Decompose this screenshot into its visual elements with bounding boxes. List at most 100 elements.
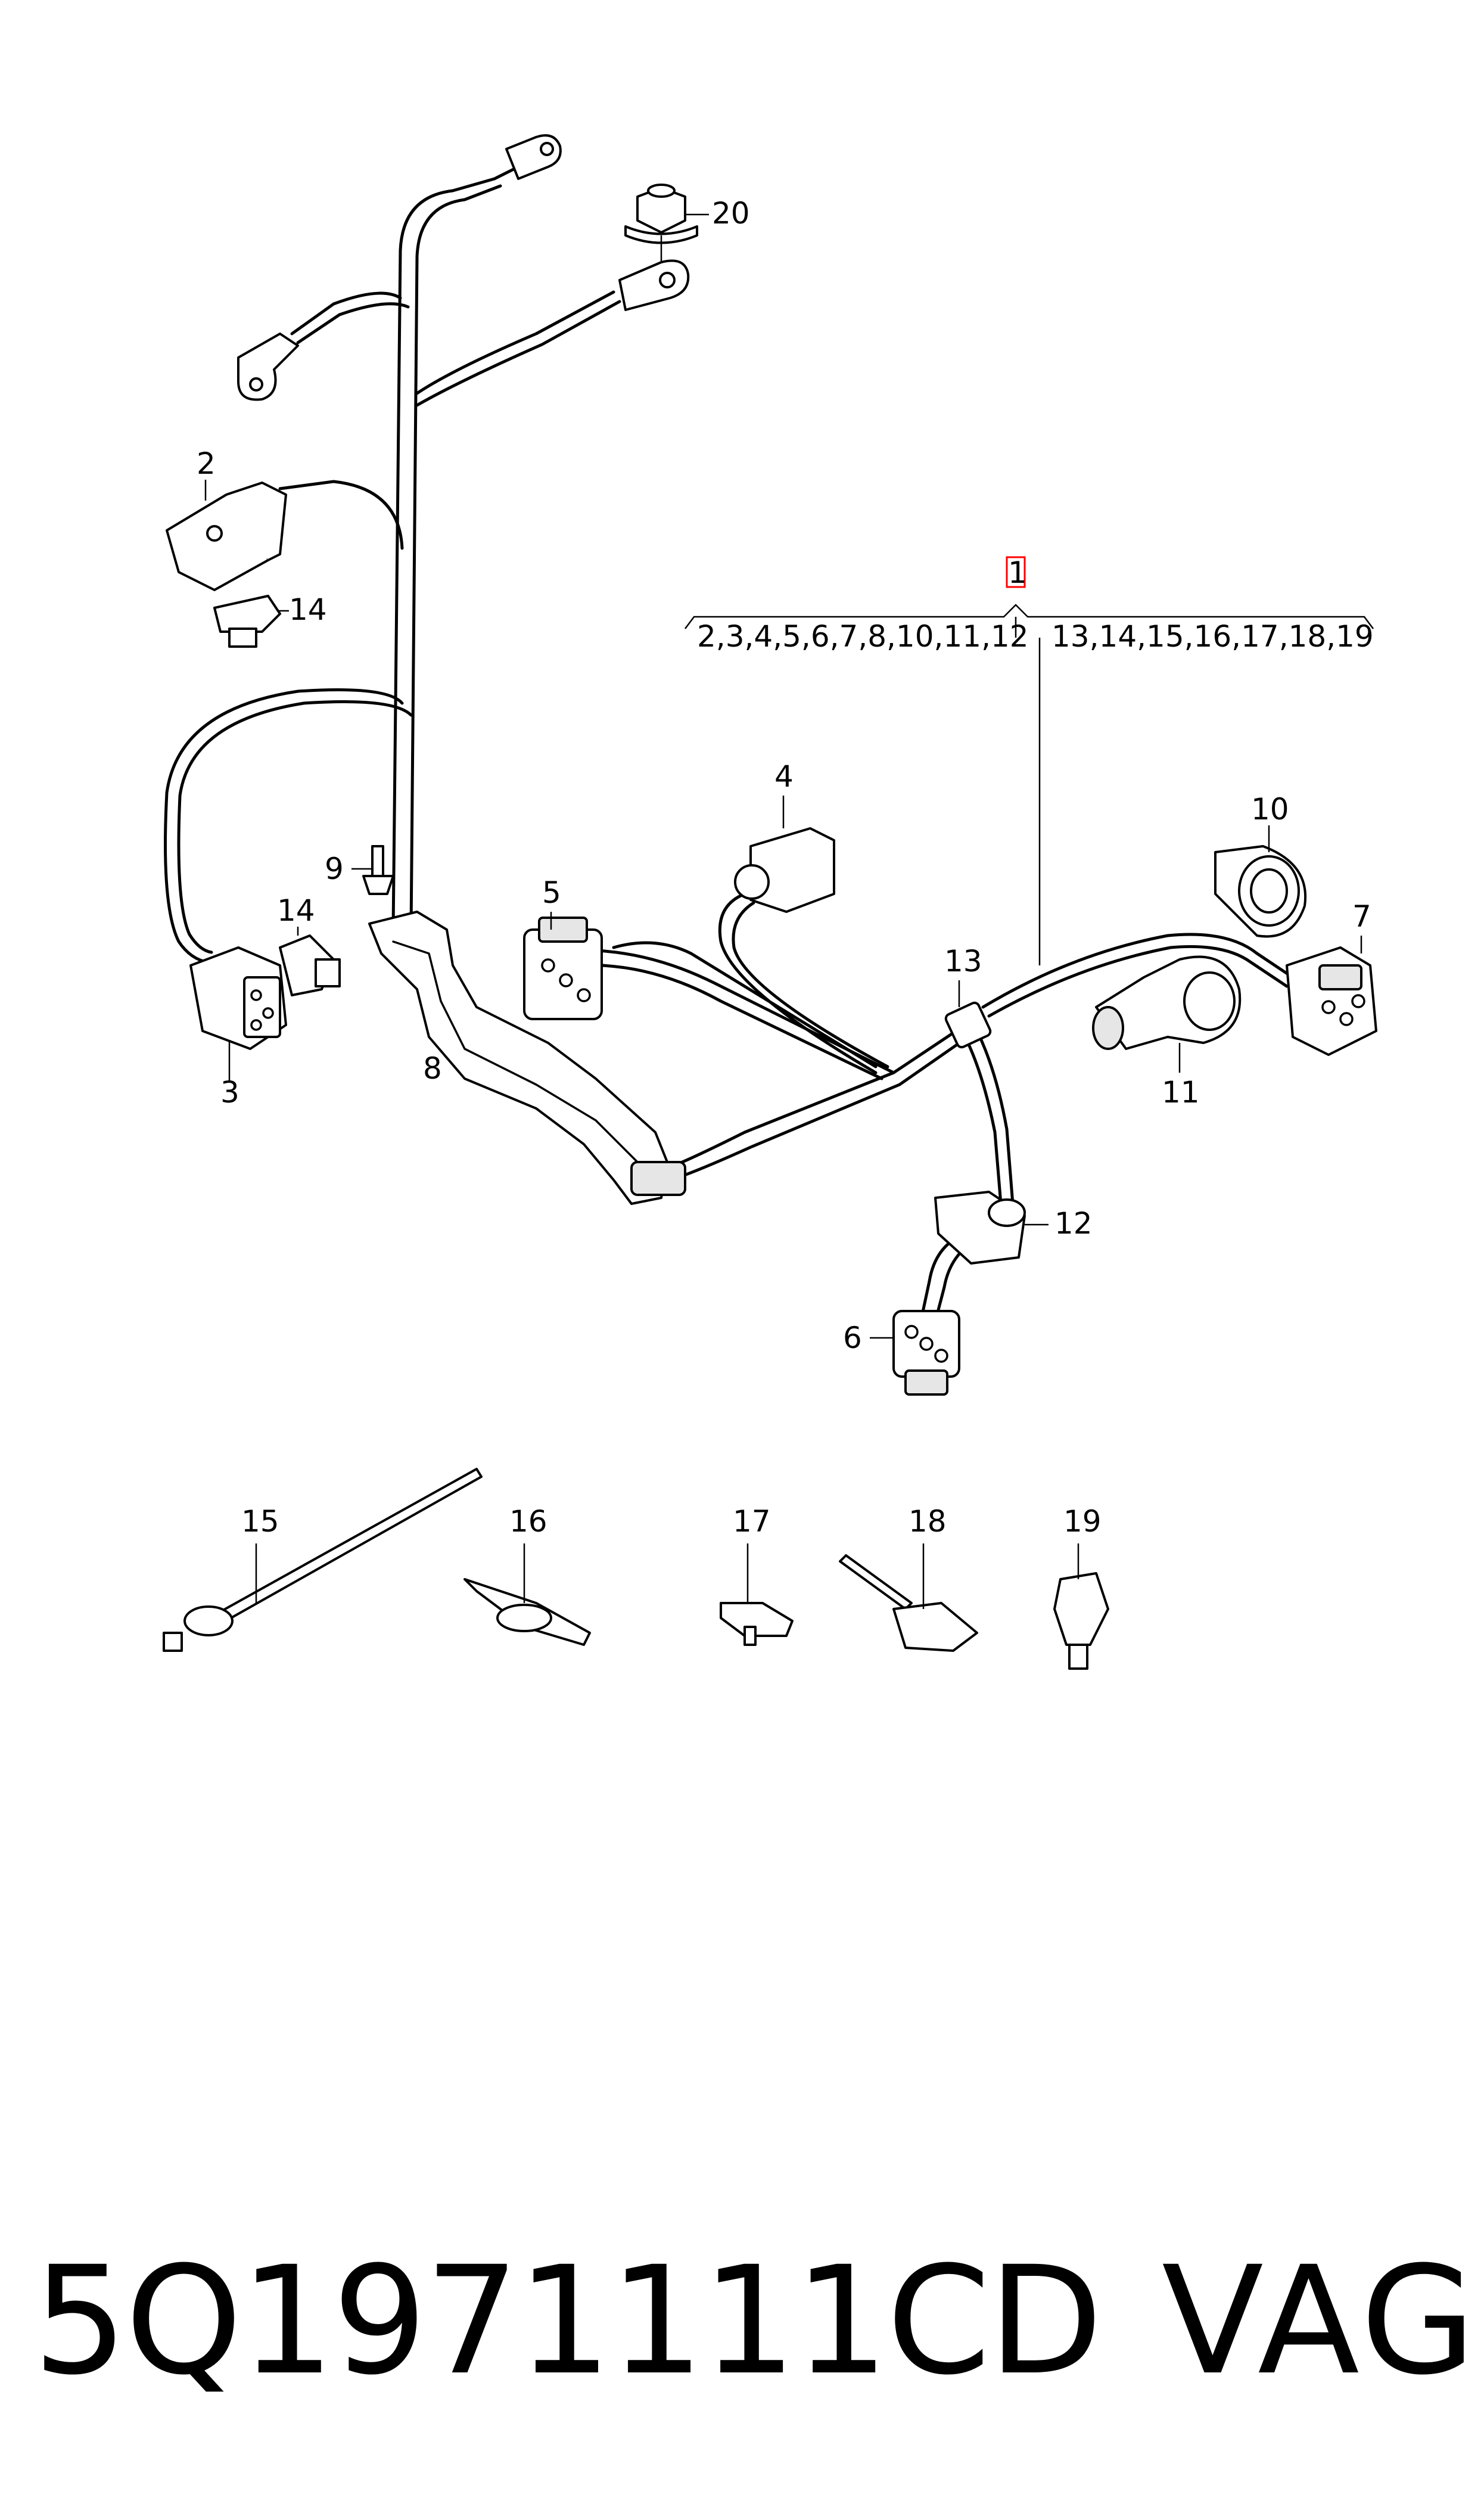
clip-12-ring [988, 1198, 1026, 1227]
clip-14-upper [213, 595, 289, 648]
nut-top [647, 184, 676, 198]
ring-lug-right-hole [659, 272, 676, 288]
callout-17: 17 [733, 1504, 771, 1539]
clip-14-lower [279, 927, 341, 996]
clip-14-upper-body [213, 595, 281, 633]
clip-12 [934, 1191, 1049, 1265]
main-run-upper [594, 949, 895, 1074]
clip-17 [720, 1543, 794, 1646]
trunk-wire-left [391, 177, 496, 931]
connector-3 [189, 946, 287, 1082]
callout-15: 15 [241, 1504, 279, 1539]
grommet-10 [1214, 825, 1307, 938]
harness-wires [164, 165, 1295, 1328]
part-number: 5Q1971111CD [33, 2234, 1103, 2408]
callout-10: 10 [1251, 792, 1289, 827]
ring-lug-right [618, 259, 690, 311]
wire-to-connector-4-b [732, 901, 889, 1069]
wire-to-connector-5 [612, 941, 878, 1069]
connector-6 [870, 1310, 960, 1396]
wire-to-connector-7-b [987, 945, 1289, 1018]
channel-inner-line [392, 940, 645, 1169]
highlight-box-1 [1006, 556, 1026, 588]
callout-labels: 1 2,3,4,5,6,7,8,10,11,12 13,14,15,16,17,… [197, 196, 1374, 1539]
wire-to-connector-2 [278, 480, 404, 550]
ground-wire-right [415, 290, 615, 395]
callout-9: 9 [325, 852, 344, 886]
harness-channel-8 [368, 911, 686, 1205]
clip-16 [463, 1543, 591, 1646]
callout-18: 18 [909, 1504, 947, 1539]
rivet-9-head [362, 875, 394, 895]
callout-19: 19 [1063, 1504, 1102, 1539]
callout-13: 13 [944, 944, 982, 979]
clip-17-body [720, 1602, 794, 1637]
wire-to-connector-7 [981, 933, 1295, 1009]
ground-wire-right-2 [415, 300, 621, 407]
connector-2-cover [226, 482, 287, 561]
callout-2: 2 [197, 446, 216, 481]
elbow-boot-11-ring [1183, 971, 1236, 1031]
clip-19 [1053, 1543, 1109, 1670]
connector-2 [166, 480, 287, 591]
nut-20 [624, 184, 709, 244]
cable-tie-15-strap [213, 1468, 483, 1625]
wire-to-connector-3 [164, 688, 404, 964]
wire-to-clip-12 [963, 1035, 1003, 1206]
channel-end-clip [630, 1161, 686, 1196]
callout-20: 20 [712, 196, 750, 231]
ring-lug-left [237, 333, 299, 401]
elbow-boot-11 [1092, 955, 1242, 1073]
callout-7: 7 [1352, 899, 1371, 934]
nut-flange [624, 225, 698, 244]
clip-14-upper-stem [228, 628, 257, 648]
grommet-10-hole [1250, 868, 1288, 914]
ground-wire-left [290, 291, 402, 336]
wire-to-connector-4 [718, 892, 878, 1074]
ring-lug-top-hole [540, 142, 554, 156]
callout-11: 11 [1162, 1075, 1200, 1110]
cable-tie-15-head [163, 1632, 183, 1652]
cable-tie-15-base [183, 1605, 234, 1636]
ground-wire-left-2 [296, 302, 410, 344]
connector-6-body [892, 1310, 960, 1378]
connector-4 [734, 796, 835, 913]
connector-2-pin [206, 525, 223, 542]
connector-4-body [749, 827, 835, 913]
branch-clip-13-body [944, 1001, 992, 1049]
ring-lug-top [505, 134, 562, 180]
callout-1: 1 [1008, 555, 1027, 590]
bundle-to-clip [665, 1071, 895, 1170]
clip-17-tab [743, 1626, 757, 1646]
callout-5: 5 [542, 875, 561, 910]
clip-18 [839, 1543, 978, 1652]
clip-19-stem [1068, 1644, 1088, 1670]
rivet-9 [351, 845, 394, 895]
callout-14-upper: 14 [289, 592, 327, 627]
clip-18-strap [839, 1554, 913, 1610]
connector-6-latch [904, 1369, 948, 1396]
cable-tie-15 [163, 1468, 483, 1652]
brand-label: VAG [1162, 2234, 1480, 2408]
group-bracket [685, 556, 1374, 965]
connector-5-latch [538, 917, 588, 943]
wire-to-clip-12-b [975, 1029, 1015, 1206]
trunk-wire-right [409, 184, 502, 931]
main-run-lower [600, 964, 883, 1080]
clip-14-lower-stem [315, 958, 341, 987]
wire-to-connector-3-b [177, 700, 413, 954]
branch-clip-13 [944, 980, 992, 1049]
bundle-to-clip-b [668, 1083, 901, 1182]
clip-18-body [892, 1602, 978, 1652]
connector-3-face [243, 976, 281, 1038]
callout-16: 16 [509, 1504, 547, 1539]
channel-outline [368, 911, 668, 1205]
callout-12: 12 [1054, 1206, 1093, 1241]
clip-16-disc [496, 1604, 552, 1632]
ring-lug-left-hole [249, 377, 263, 392]
callout-group-right: 13,14,15,16,17,18,19 [1051, 619, 1374, 654]
callout-3: 3 [220, 1075, 239, 1110]
connector-7 [1286, 936, 1377, 1056]
callout-8: 8 [423, 1051, 442, 1086]
connector-7-latch [1318, 964, 1362, 990]
